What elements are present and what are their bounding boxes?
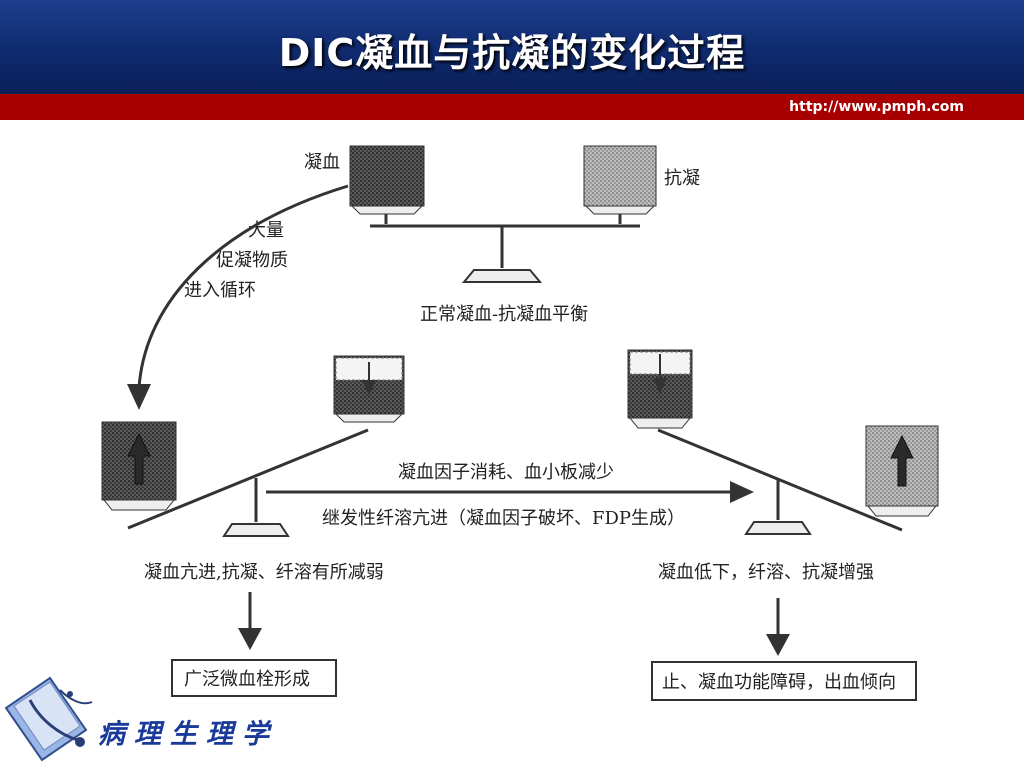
left-balance-caption: 凝血亢进,抗凝、纤溶有所减弱 [144,562,384,583]
transition-arrow: 凝血因子消耗、血小板减少 继发性纤溶亢进（凝血因子破坏、FDP生成） [266,462,754,529]
left-result: 广泛微血栓形成 [171,592,337,697]
right-result: 止、凝血功能障碍，出血倾向 [651,598,917,701]
coagulation-weight-top [349,145,425,207]
trigger-curved-arrow [137,184,349,389]
left-result-text: 广泛微血栓形成 [184,669,310,690]
label-anticoagulation-top: 抗凝 [664,168,700,189]
up-arrow-icon [127,432,151,485]
top-balance: 凝血 抗凝 正常凝血-抗凝血平衡 [304,145,700,325]
top-balance-caption: 正常凝血-抗凝血平衡 [420,304,588,325]
trigger-line-1: 大量 [248,220,284,241]
left-beam [127,428,369,530]
footer-course-title: 病理生理学 [98,719,278,750]
transition-arrowhead [730,481,754,503]
trigger-annotation: 大量 促凝物质 进入循环 [127,184,349,410]
label-coagulation-top: 凝血 [304,152,340,173]
right-balance-caption: 凝血低下，纤溶、抗凝增强 [658,562,874,583]
up-arrow-icon-right [890,434,914,487]
left-result-box [171,659,337,697]
down-arrow-icon-right [653,378,667,394]
right-balance: 凝血低下，纤溶、抗凝增强 [627,349,939,583]
website-url[interactable]: http://www.pmph.com [789,99,964,115]
trigger-line-3: 进入循环 [184,280,256,301]
right-result-box [651,661,917,701]
trigger-line-2: 促凝物质 [216,250,288,271]
down-arrow-icon [362,380,376,396]
left-balance: 凝血亢进,抗凝、纤溶有所减弱 [101,355,405,583]
stethoscope-logo-icon [4,676,93,762]
trigger-arrowhead [127,384,151,410]
transition-text-bottom: 继发性纤溶亢进（凝血因子破坏、FDP生成） [322,508,685,529]
red-stripe [0,94,1024,120]
transition-text-top: 凝血因子消耗、血小板减少 [398,462,614,483]
right-result-text: 止、凝血功能障碍，出血倾向 [662,672,896,693]
right-beam [657,428,903,532]
header-bar [0,0,1024,94]
anticoagulation-weight-top [583,145,657,207]
slide-title: DIC凝血与抗凝的变化过程 [278,31,746,75]
